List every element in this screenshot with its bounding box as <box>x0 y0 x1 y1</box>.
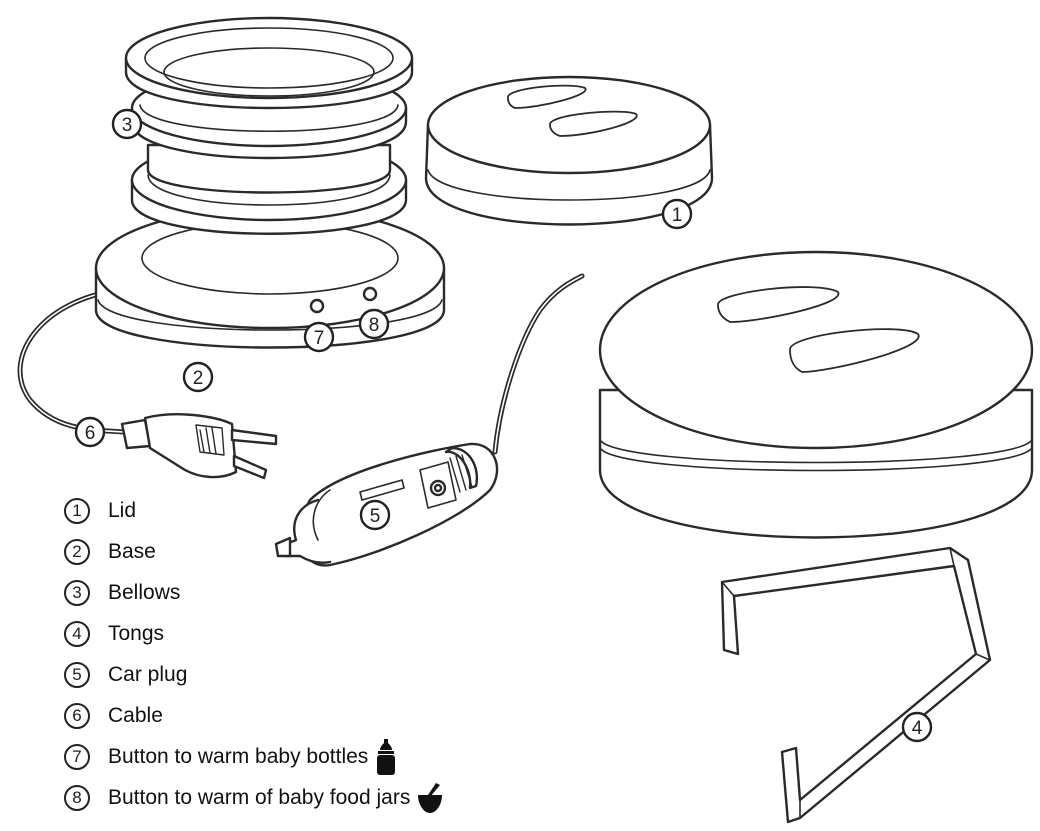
legend-label: Tongs <box>108 621 165 645</box>
legend-label: Bellows <box>108 580 181 604</box>
legend-number: 4 <box>64 620 90 647</box>
callout-6: 6 <box>74 416 106 448</box>
car-plug <box>274 442 499 567</box>
legend-number: 7 <box>64 743 90 770</box>
svg-text:3: 3 <box>122 115 133 136</box>
legend-number: 6 <box>64 702 90 729</box>
svg-text:2: 2 <box>193 368 204 389</box>
parts-legend: 1 Lid 2 Base 3 Bellows 4 Tongs 5 Car plu… <box>64 490 624 818</box>
svg-text:7: 7 <box>314 328 325 349</box>
svg-text:5: 5 <box>370 506 381 527</box>
legend-number: 1 <box>64 497 90 524</box>
legend-number: 8 <box>64 784 90 811</box>
legend-item-tongs: 4 Tongs <box>64 613 624 654</box>
callout-1: 1 <box>661 198 693 230</box>
callout-5: 5 <box>359 499 391 531</box>
callout-4: 4 <box>901 711 933 743</box>
lid <box>424 75 714 226</box>
svg-text:4: 4 <box>912 718 923 739</box>
legend-item-bottle-button: 7 Button to warm baby bottles <box>64 736 624 777</box>
legend-label: Base <box>108 539 156 563</box>
jar-button <box>362 286 378 302</box>
legend-label: Button to warm baby bottles <box>108 744 369 768</box>
bellows <box>124 16 414 235</box>
legend-number: 5 <box>64 661 90 688</box>
baby-bottle-icon <box>374 738 398 775</box>
bottle-button <box>309 298 325 314</box>
food-jar-icon <box>416 782 444 813</box>
legend-item-bellows: 3 Bellows <box>64 572 624 613</box>
callout-7: 7 <box>303 321 335 353</box>
car-plug-cable <box>492 273 585 455</box>
callout-3: 3 <box>111 108 143 140</box>
svg-text:1: 1 <box>672 205 683 226</box>
legend-label: Lid <box>108 498 137 522</box>
legend-item-cable: 6 Cable <box>64 695 624 736</box>
mains-plug <box>120 413 278 480</box>
legend-item-lid: 1 Lid <box>64 490 624 531</box>
legend-item-base: 2 Base <box>64 531 624 572</box>
legend-item-jar-button: 8 Button to warm of baby food jars <box>64 777 624 818</box>
tongs <box>720 546 992 824</box>
callout-8: 8 <box>358 308 390 340</box>
callout-2: 2 <box>182 361 214 393</box>
legend-number: 2 <box>64 538 90 565</box>
svg-text:8: 8 <box>369 315 380 336</box>
svg-text:6: 6 <box>85 423 96 444</box>
legend-item-car-plug: 5 Car plug <box>64 654 624 695</box>
legend-number: 3 <box>64 579 90 606</box>
legend-label: Button to warm of baby food jars <box>108 785 411 809</box>
storage-container <box>598 250 1034 539</box>
legend-label: Cable <box>108 703 163 727</box>
legend-label: Car plug <box>108 662 188 686</box>
